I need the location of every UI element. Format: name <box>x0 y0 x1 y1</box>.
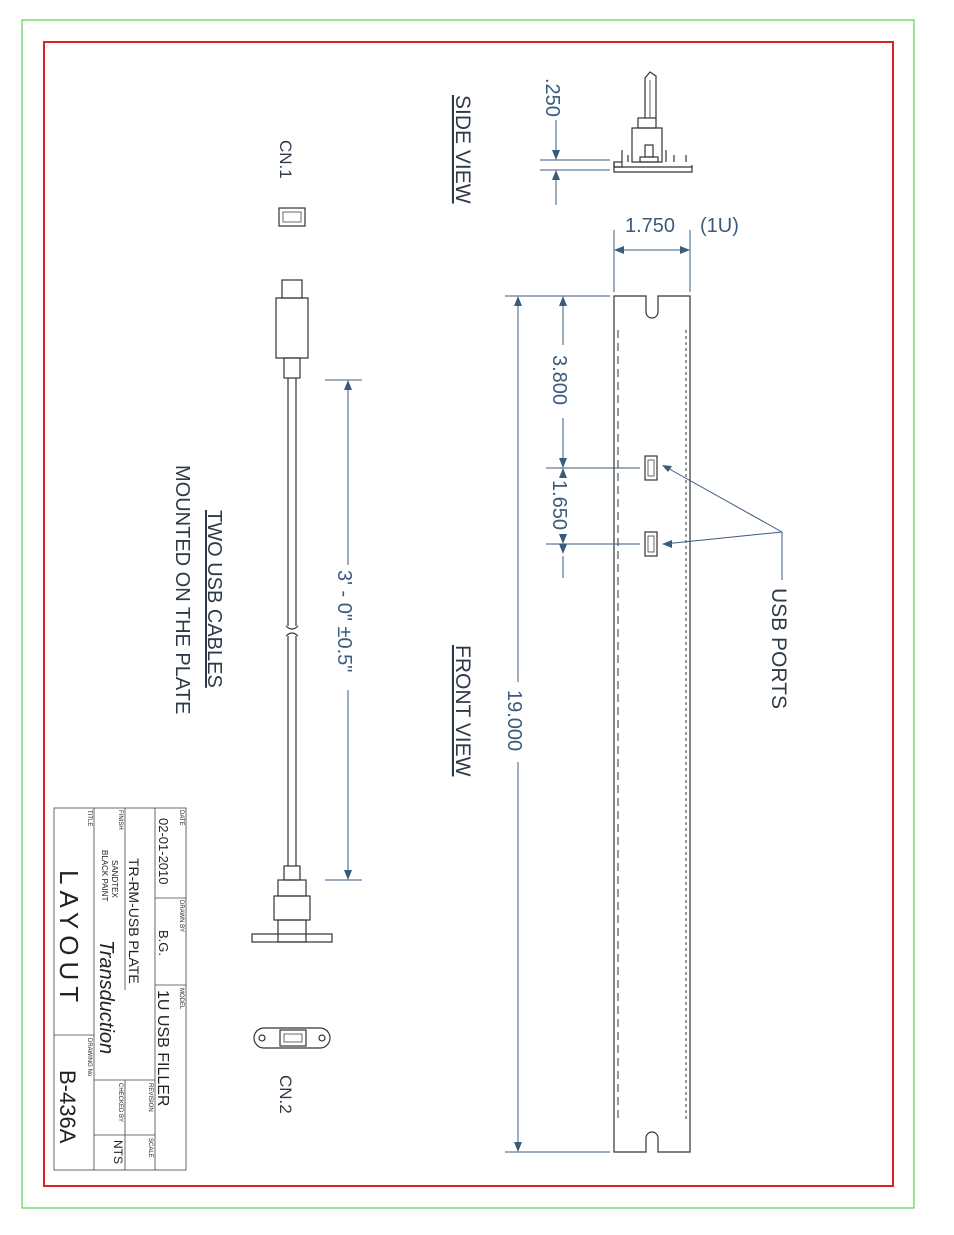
title-value: LAYOUT <box>54 870 84 1008</box>
finish-line2: BLACK PAINT <box>100 850 109 902</box>
drawing-no-value: B-436A <box>55 1070 80 1144</box>
finish-label: FINISH <box>117 810 123 830</box>
scale-value: NTS <box>111 1140 125 1164</box>
usb-ports-label: USB PORTS <box>767 588 790 709</box>
port-spacing-dimension: 1.650 <box>548 480 570 530</box>
length-dimension: 19.000 <box>503 690 525 751</box>
side-view: .250 <box>540 72 692 205</box>
title-label: TITLE <box>86 810 92 826</box>
cables-note-line2: MOUNTED ON THE PLATE <box>171 465 193 714</box>
drawn-by-label: DRAWN BY <box>178 900 184 932</box>
cable-length-dimension: 3' - 0" ±0.5" <box>333 570 355 672</box>
company-logo: Transduction <box>95 940 117 1054</box>
side-view-label: SIDE VIEW <box>451 95 474 204</box>
height-dimension: 1.750 <box>625 215 675 237</box>
port1-offset-dimension: 3.800 <box>548 355 570 405</box>
cn2-connector <box>254 1028 330 1048</box>
thickness-dimension: .250 <box>541 78 563 117</box>
front-view: 1.750 (1U) 3.800 1.650 19.000 <box>503 215 782 1152</box>
drawing-no-label: DRAWING No <box>86 1038 92 1077</box>
drawn-by-value: B.G. <box>156 930 171 956</box>
finish-line1: SANDTEX <box>110 860 119 898</box>
scale-label: SCALE <box>147 1138 153 1158</box>
height-note: (1U) <box>700 215 739 237</box>
front-view-label: FRONT VIEW <box>451 645 474 777</box>
model-label: MODEL <box>178 988 184 1010</box>
checked-by-label: CHECKED BY <box>117 1083 123 1122</box>
usb-cable: 3' - 0" ±0.5" <box>252 208 362 1048</box>
part-value: TR-RM-USB PLATE <box>126 858 142 984</box>
cn1-label: CN.1 <box>276 140 295 179</box>
usb-port-2 <box>645 532 657 556</box>
revision-label: REVISION <box>147 1083 153 1112</box>
cables-note-line1: TWO USB CABLES <box>203 510 225 688</box>
model-value: 1U USB FILLER <box>154 990 171 1106</box>
cn2-label: CN.2 <box>276 1075 295 1114</box>
date-label: DATE <box>178 810 184 826</box>
date-value: 02-01-2010 <box>156 818 171 885</box>
